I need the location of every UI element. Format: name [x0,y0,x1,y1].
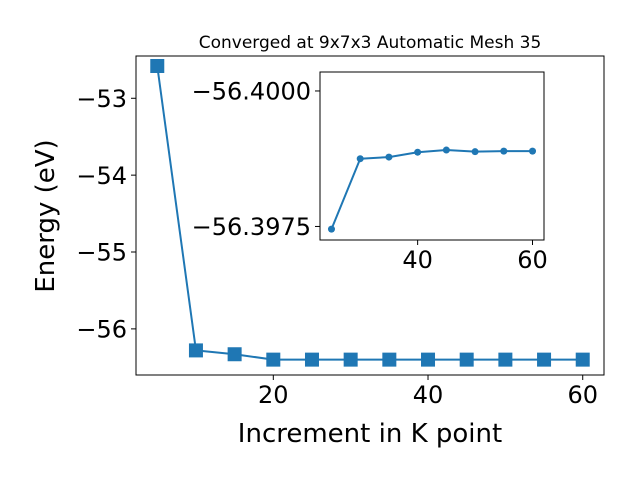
inset-data-point [529,147,537,155]
main-x-ticks: 20 40 60 [258,375,598,409]
main-y-axis-label: Energy (eV) [31,139,61,292]
main-y-ticks: −53 −54 −55 −56 [76,85,136,344]
main-data-point [343,352,358,367]
main-title: Converged at 9x7x3 Automatic Mesh 35 [199,33,542,53]
main-data-point [382,352,397,367]
main-y-tick-label: −56 [76,316,127,344]
main-data-point [575,352,590,367]
inset-y-ticks: −56.4000 −56.3975 [192,78,320,241]
inset-series [327,146,537,233]
main-data-point [227,347,242,362]
inset-data-point [385,153,393,161]
main-data-point [304,352,319,367]
main-y-tick-label: −54 [76,162,127,190]
main-x-axis-label: Increment in K point [238,419,502,449]
main-data-point [266,352,281,367]
inset-data-point [414,148,422,156]
main-y-tick-label: −55 [76,239,127,267]
inset-series-line [330,149,533,230]
main-data-point [150,58,165,73]
main-x-tick-label: 60 [567,381,598,409]
main-axes: Converged at 9x7x3 Automatic Mesh 35 20 4… [31,33,605,449]
inset-data-point [327,225,335,233]
main-data-point [188,343,203,358]
inset-data-point [442,146,450,154]
inset-y-tick-label: −56.4000 [192,78,311,106]
inset-x-tick-label: 40 [402,246,433,274]
main-data-point [421,352,436,367]
inset-plot-frame [319,71,545,241]
main-y-tick-label: −53 [76,85,127,113]
inset-data-point [471,148,479,156]
main-data-point [459,352,474,367]
inset-data-point [356,155,364,163]
inset-data-point [500,147,508,155]
inset-axes: 40 60 −56.4000 −56.3975 [192,71,548,274]
main-data-point [498,352,513,367]
inset-x-ticks: 40 60 [402,240,548,274]
main-series [150,58,590,367]
inset-x-tick-label: 60 [517,246,548,274]
main-data-point [537,352,552,367]
main-plot-frame [135,55,605,376]
inset-y-tick-label: −56.3975 [192,213,311,241]
main-x-tick-label: 40 [413,381,444,409]
main-x-tick-label: 20 [258,381,289,409]
inset-plot-background [320,72,544,240]
